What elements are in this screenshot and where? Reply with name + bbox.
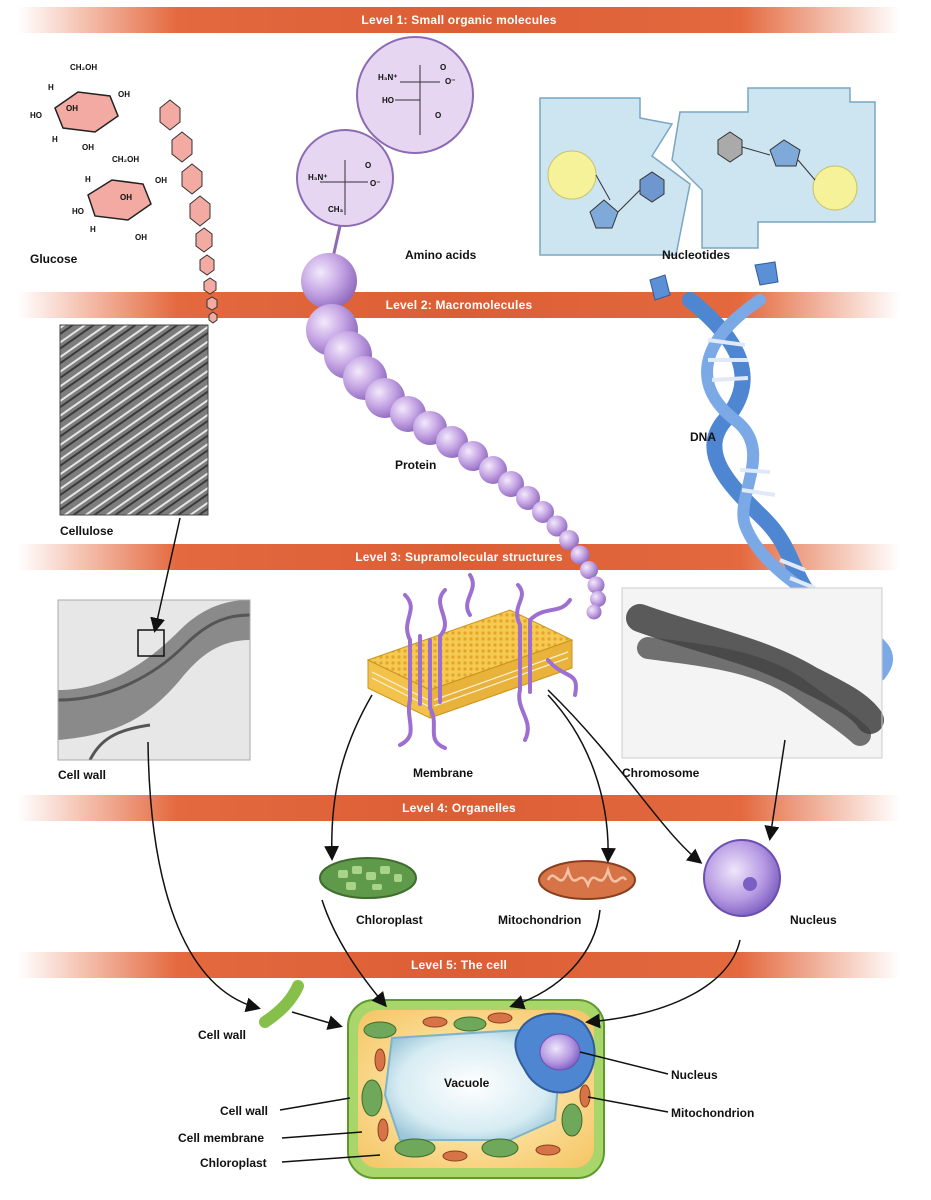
level-3-band: Level 3: Supramolecular structures xyxy=(18,544,900,570)
level-4-band: Level 4: Organelles xyxy=(18,795,900,821)
chloroplast-l4-label: Chloroplast xyxy=(356,913,423,927)
glucose-bottom-label-3: OH xyxy=(120,193,132,202)
cell-wall-micrograph xyxy=(57,599,251,761)
amino-acids-label: Amino acids xyxy=(405,248,477,262)
cell-wall-piece-label: Cell wall xyxy=(198,1028,247,1042)
protein-label: Protein xyxy=(395,458,437,472)
membrane-bilayer xyxy=(366,573,578,750)
glucose-top-label-1: OH xyxy=(118,90,130,99)
glucose-top-label-3: H xyxy=(48,83,54,92)
amino-bottom-label-1: O xyxy=(365,161,371,170)
plant-cell xyxy=(259,980,605,1179)
mitochondrion-l4-label: Mitochondrion xyxy=(498,913,582,927)
nucleotides-label: Nucleotides xyxy=(662,248,731,262)
cell-wall-cell-label: Cell wall xyxy=(220,1104,269,1118)
level-1-band: Level 1: Small organic molecules xyxy=(18,7,900,33)
mitochondrion-organelle xyxy=(538,860,636,900)
amino-bottom-label-2: O⁻ xyxy=(370,179,380,188)
cellulose-label: Cellulose xyxy=(60,524,114,538)
glucose-bottom-label-1: H xyxy=(85,175,91,184)
glucose-top-label-4: HO xyxy=(30,111,42,120)
amino-top-label-1: O xyxy=(440,63,446,72)
glucose-top-label-2: OH xyxy=(66,104,78,113)
cell-membrane-label: Cell membrane xyxy=(178,1131,265,1145)
nucleus-cell-label: Nucleus xyxy=(671,1068,718,1082)
nucleotide-molecules xyxy=(539,87,876,256)
protein-chain xyxy=(301,253,606,620)
cell-wall-l3-label: Cell wall xyxy=(58,768,107,782)
glucose-molecules: CH₂OH OH OH H HO H OH CH₂OH H OH OH H HO… xyxy=(30,63,218,324)
glucose-bottom-label-6: OH xyxy=(135,233,147,242)
nucleus-l4-label: Nucleus xyxy=(790,913,837,927)
chloroplast-organelle xyxy=(319,857,417,899)
glucose-bottom-label-4: H xyxy=(90,225,96,234)
amino-top-label-3: HO xyxy=(382,96,394,105)
amino-bottom-label-3: CH₃ xyxy=(328,205,344,214)
glucose-top-label-0: CH₂OH xyxy=(70,63,97,72)
amino-top-label-0: H₃N⁺ xyxy=(378,73,397,82)
nucleus-organelle xyxy=(703,839,781,917)
chloroplast-cell-label: Chloroplast xyxy=(200,1156,267,1170)
membrane-label: Membrane xyxy=(413,766,474,780)
glucose-bottom-label-5: HO xyxy=(72,207,84,216)
vacuole-label: Vacuole xyxy=(444,1076,490,1090)
connection-arrows xyxy=(147,517,786,1163)
glucose-top-label-5: H xyxy=(52,135,58,144)
glucose-label: Glucose xyxy=(30,252,78,266)
level-5-band: Level 5: The cell xyxy=(18,952,900,978)
amino-bottom-label-0: H₃N⁺ xyxy=(308,173,327,182)
amino-top-label-4: O xyxy=(435,111,441,120)
amino-acid-molecules: H₃N⁺ O O⁻ HO O H₃N⁺ O O⁻ CH₃ xyxy=(296,36,474,263)
chromosome-micrograph xyxy=(621,587,884,759)
glucose-bottom-label-2: OH xyxy=(155,176,167,185)
cellulose-micrograph xyxy=(59,324,209,516)
glucose-bottom-label-0: CH₂OH xyxy=(112,155,139,164)
mitochondrion-cell-label: Mitochondrion xyxy=(671,1106,755,1120)
chromosome-label: Chromosome xyxy=(622,766,700,780)
amino-top-label-2: O⁻ xyxy=(445,77,455,86)
glucose-top-label-6: OH xyxy=(82,143,94,152)
dna-label: DNA xyxy=(690,430,716,444)
